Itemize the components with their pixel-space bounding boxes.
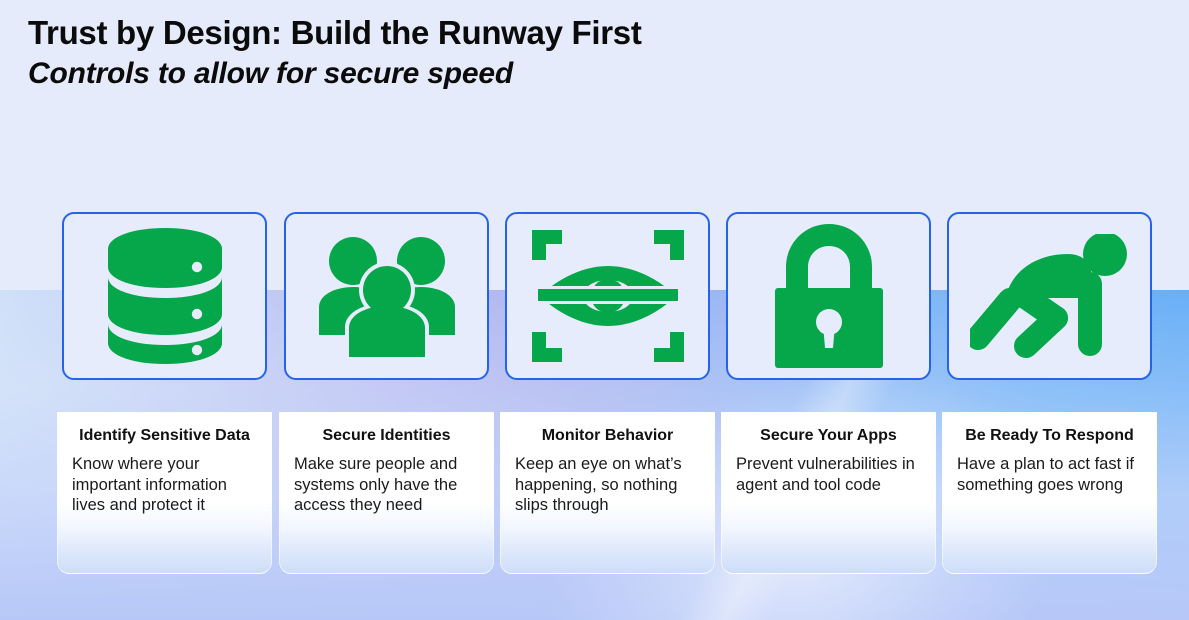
text-card-be-ready-to-respond: Be Ready To Respond Have a plan to act f…	[942, 412, 1157, 574]
icon-box-identify-sensitive-data	[62, 212, 267, 380]
card-title: Secure Your Apps	[760, 427, 897, 444]
card-body: Make sure people and systems only have t…	[294, 455, 458, 515]
card-body: Prevent vulnerabilities in agent and too…	[736, 455, 915, 494]
card-body: Keep an eye on what’s happening, so noth…	[515, 455, 682, 515]
icon-box-secure-your-apps	[726, 212, 931, 380]
card-title: Be Ready To Respond	[965, 427, 1134, 444]
text-card-monitor-behavior: Monitor Behavior Keep an eye on what’s h…	[500, 412, 715, 574]
database-icon	[104, 226, 226, 366]
card-title: Identify Sensitive Data	[79, 427, 250, 444]
sprinter-icon	[969, 234, 1130, 358]
text-card-secure-identities: Secure Identities Make sure people and s…	[279, 412, 494, 574]
pillar-be-ready-to-respond[interactable]: Be Ready To Respond Have a plan to act f…	[942, 212, 1157, 574]
text-card-secure-your-apps: Secure Your Apps Prevent vulnerabilities…	[721, 412, 936, 574]
card-body: Know where your important information li…	[72, 455, 227, 515]
people-group-icon	[318, 235, 455, 357]
icon-box-be-ready-to-respond	[947, 212, 1152, 380]
padlock-icon	[767, 224, 891, 368]
card-title: Monitor Behavior	[541, 427, 674, 444]
eye-scan-icon	[530, 228, 686, 364]
pillar-identify-sensitive-data[interactable]: Identify Sensitive Data Know where your …	[57, 212, 272, 574]
card-body: Have a plan to act fast if something goe…	[957, 455, 1135, 494]
card-title: Secure Identities	[322, 427, 451, 444]
icon-box-secure-identities	[284, 212, 489, 380]
pillar-monitor-behavior[interactable]: Monitor Behavior Keep an eye on what’s h…	[500, 212, 715, 574]
text-card-identify-sensitive-data: Identify Sensitive Data Know where your …	[57, 412, 272, 574]
pillar-secure-your-apps[interactable]: Secure Your Apps Prevent vulnerabilities…	[721, 212, 936, 574]
pillar-secure-identities[interactable]: Secure Identities Make sure people and s…	[279, 212, 494, 574]
slide-title: Trust by Design: Build the Runway First	[28, 14, 642, 51]
slide-subtitle: Controls to allow for secure speed	[28, 56, 513, 90]
icon-box-monitor-behavior	[505, 212, 710, 380]
slide-heading: Trust by Design: Build the Runway First …	[28, 14, 1028, 92]
